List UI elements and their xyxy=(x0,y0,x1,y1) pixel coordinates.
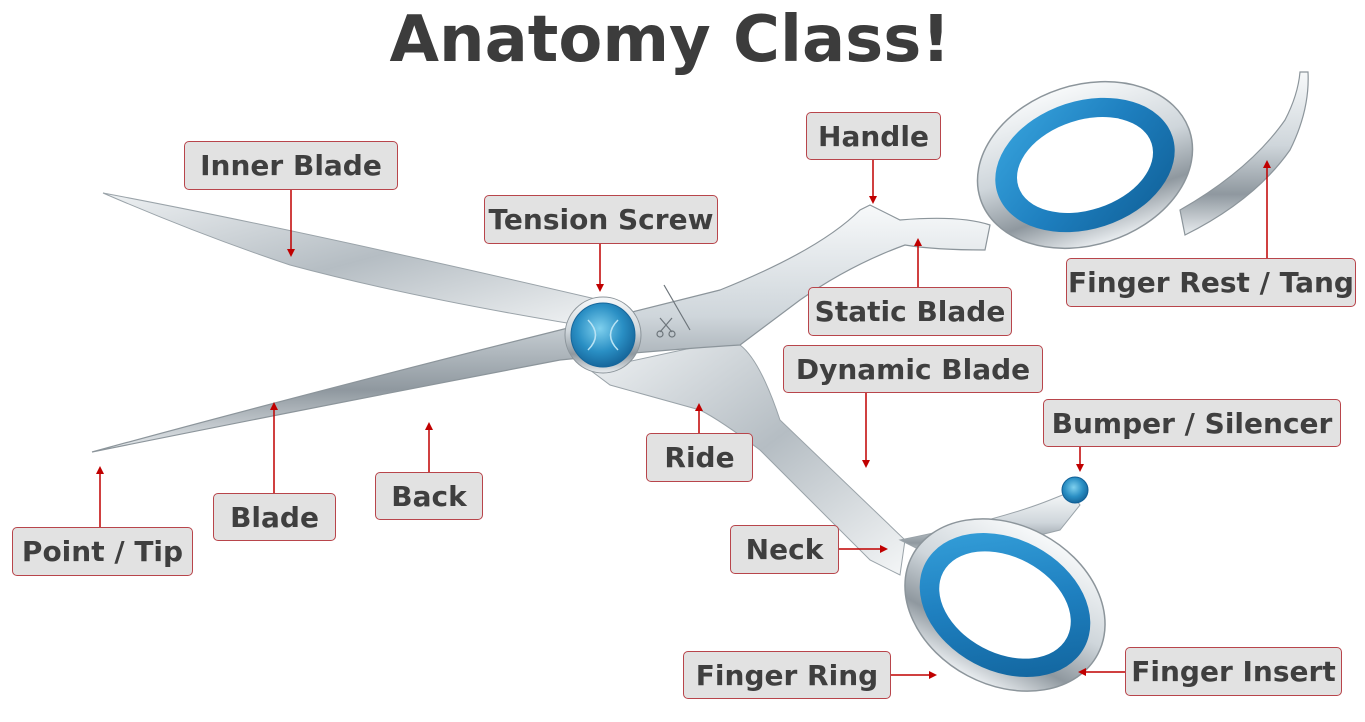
label-static-blade: Static Blade xyxy=(808,287,1012,336)
label-neck: Neck xyxy=(730,525,839,574)
label-inner-blade: Inner Blade xyxy=(184,141,398,190)
label-tension-screw: Tension Screw xyxy=(484,195,718,244)
label-finger-insert: Finger Insert xyxy=(1125,647,1342,696)
page-title: Anatomy Class! xyxy=(389,3,951,77)
bumper-silencer xyxy=(1061,476,1089,504)
inner-blade xyxy=(102,192,611,331)
label-dynamic-blade: Dynamic Blade xyxy=(783,345,1043,393)
label-blade: Blade xyxy=(213,493,336,541)
label-back: Back xyxy=(375,472,483,520)
label-point-tip: Point / Tip xyxy=(12,527,193,576)
static-blade xyxy=(91,204,991,453)
handle-ring xyxy=(976,80,1194,250)
label-handle: Handle xyxy=(806,112,941,160)
label-finger-ring: Finger Ring xyxy=(683,651,891,699)
tension-screw xyxy=(564,296,642,374)
brand-engraving xyxy=(656,284,691,338)
label-finger-rest: Finger Rest / Tang xyxy=(1066,258,1356,307)
label-ride: Ride xyxy=(646,433,753,482)
finger-ring xyxy=(904,518,1106,692)
label-bumper: Bumper / Silencer xyxy=(1043,399,1341,447)
finger-rest-tang xyxy=(1179,71,1309,236)
